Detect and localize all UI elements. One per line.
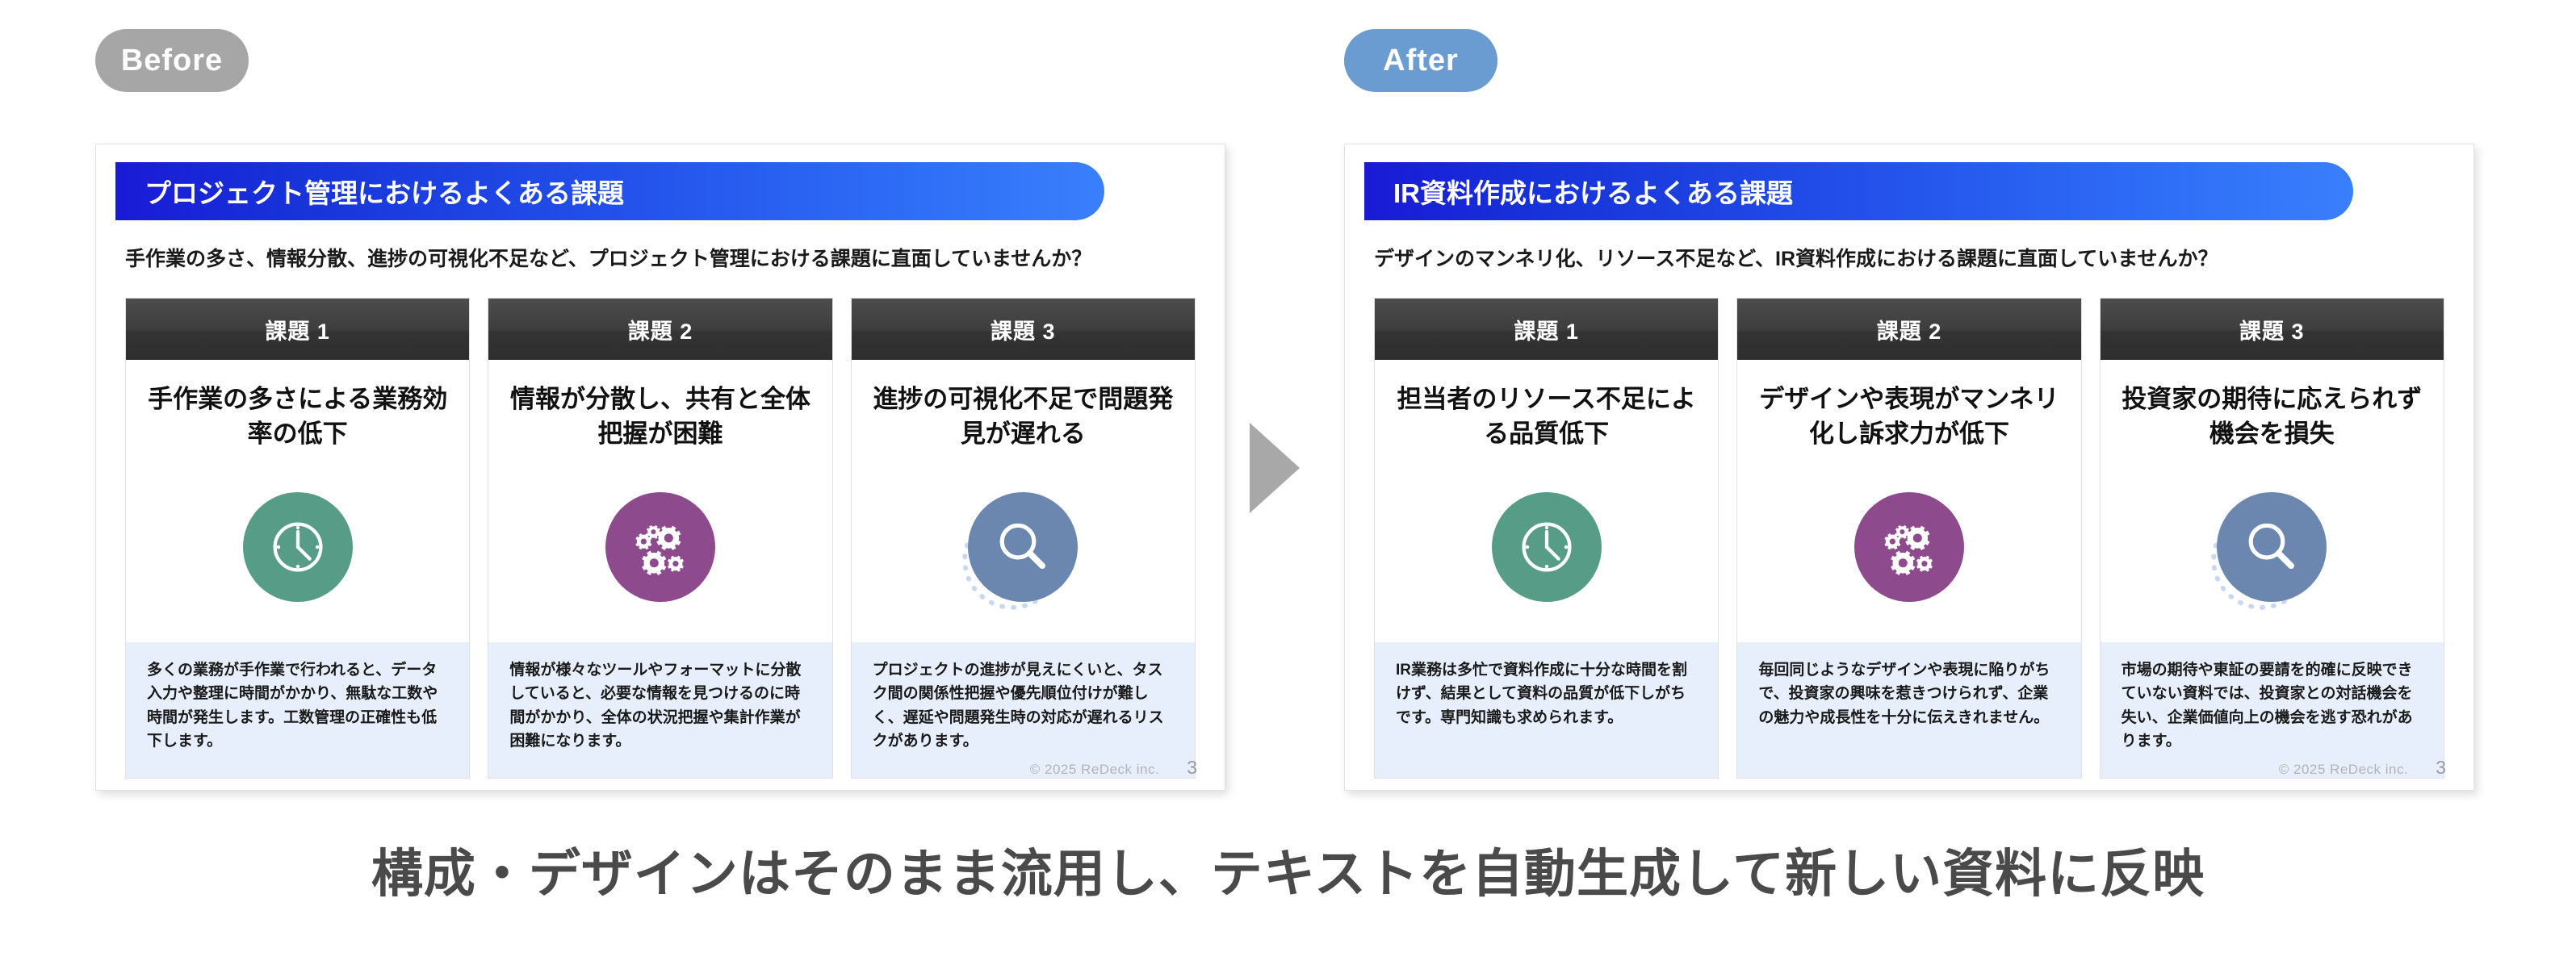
card-icon-area — [2101, 452, 2444, 642]
card-icon-area — [488, 452, 831, 642]
card-note: 多くの業務が手作業で行われると、データ入力や整理に時間がかかり、無駄な工数や時間… — [126, 642, 470, 778]
card-icon-area — [1737, 452, 2080, 642]
badge-after-label: After — [1383, 43, 1459, 77]
caption-text: 構成・デザインはそのまま流用し、テキストを自動生成して新しい資料に反映 — [371, 845, 2205, 903]
card-title: 情報が分散し、共有と全体把握が困難 — [509, 385, 810, 448]
clock-icon — [229, 478, 367, 616]
slide-header-bar: プロジェクト管理におけるよくある課題 — [115, 162, 1104, 220]
card-note: 毎回同じようなデザインや表現に陥りがちで、投資家の興味を惹きつけられず、企業の魅… — [1737, 642, 2081, 778]
card-head-label: 課題 2 — [1737, 299, 2081, 360]
copyright-text: © 2025 ReDeck inc. — [1029, 762, 1160, 777]
card-head-label: 課題 3 — [2100, 299, 2444, 360]
slide-footer: © 2025 ReDeck inc. 3 — [1030, 757, 1197, 779]
badge-before: Before — [95, 29, 249, 92]
slide-header-title: IR資料作成におけるよくある課題 — [1393, 178, 1793, 208]
card-row: 課題 1 担当者のリソース不足による品質低下 — [1366, 298, 2452, 779]
triangle-right-icon — [1250, 423, 1300, 513]
card-note: プロジェクトの進捗が見えにくいと、タスク間の関係性把握や優先順位付けが難しく、遅… — [851, 642, 1195, 778]
badge-before-label: Before — [120, 43, 224, 77]
card-title: デザインや表現がマンネリ化し訴求力が低下 — [1759, 385, 2059, 448]
card-icon-area — [852, 452, 1195, 642]
copyright-text: © 2025 ReDeck inc. — [2278, 762, 2409, 777]
card-head-label: 課題 2 — [488, 299, 832, 360]
slide-header-title: プロジェクト管理におけるよくある課題 — [145, 178, 624, 208]
gears-icon — [1841, 478, 1978, 616]
card-row: 課題 1 手作業の多さによる業務効率の低下 — [117, 298, 1204, 779]
issue-card: 課題 1 手作業の多さによる業務効率の低下 — [125, 298, 471, 779]
slide-subtitle: デザインのマンネリ化、リソース不足など、IR資料作成における課題に直面していませ… — [1374, 248, 2218, 270]
magnifier-icon — [2203, 478, 2340, 616]
card-note: 市場の期待や東証の要請を的確に反映できていない資料では、投資家との対話機会を失い… — [2100, 642, 2444, 778]
card-title: 担当者のリソース不足による品質低下 — [1397, 385, 1696, 448]
slide-after: IR資料作成におけるよくある課題 デザインのマンネリ化、リソース不足など、IR資… — [1344, 144, 2474, 791]
card-title: 投資家の期待に応えられず機会を損失 — [2122, 385, 2423, 448]
card-head-label: 課題 3 — [851, 299, 1195, 360]
card-head-label: 課題 1 — [126, 299, 470, 360]
page-number: 3 — [2436, 757, 2446, 778]
card-note: 情報が様々なツールやフォーマットに分散していると、必要な情報を見つけるのに時間が… — [488, 642, 832, 778]
gears-icon — [592, 478, 729, 616]
card-icon-area — [1375, 452, 1718, 642]
card-title: 進捗の可視化不足で問題発見が遅れる — [873, 385, 1174, 448]
badge-after: After — [1344, 29, 1497, 92]
issue-card: 課題 3 進捗の可視化不足で問題発見が遅れる — [850, 298, 1196, 779]
card-head-label: 課題 1 — [1375, 299, 1719, 360]
card-note: IR業務は多忙で資料作成に十分な時間を割けず、結果として資料の品質が低下しがちで… — [1375, 642, 1719, 778]
slide-subtitle: 手作業の多さ、情報分散、進捗の可視化不足など、プロジェクト管理における課題に直面… — [125, 248, 1092, 270]
issue-card: 課題 2 情報が分散し、共有と全体把握が困難 — [488, 298, 833, 779]
card-icon-area — [126, 452, 469, 642]
issue-card: 課題 1 担当者のリソース不足による品質低下 — [1374, 298, 1719, 779]
issue-card: 課題 2 デザインや表現がマンネリ化し訴求力が低下 — [1736, 298, 2082, 779]
clock-icon — [1478, 478, 1615, 616]
slide-header-bar: IR資料作成におけるよくある課題 — [1364, 162, 2353, 220]
slide-before: プロジェクト管理におけるよくある課題 手作業の多さ、情報分散、進捗の可視化不足な… — [95, 144, 1225, 791]
magnifier-icon — [954, 478, 1091, 616]
page-number: 3 — [1187, 757, 1197, 778]
issue-card: 課題 3 投資家の期待に応えられず機会を損失 — [2099, 298, 2444, 779]
slide-footer: © 2025 ReDeck inc. 3 — [2279, 757, 2446, 779]
card-title: 手作業の多さによる業務効率の低下 — [148, 385, 448, 448]
